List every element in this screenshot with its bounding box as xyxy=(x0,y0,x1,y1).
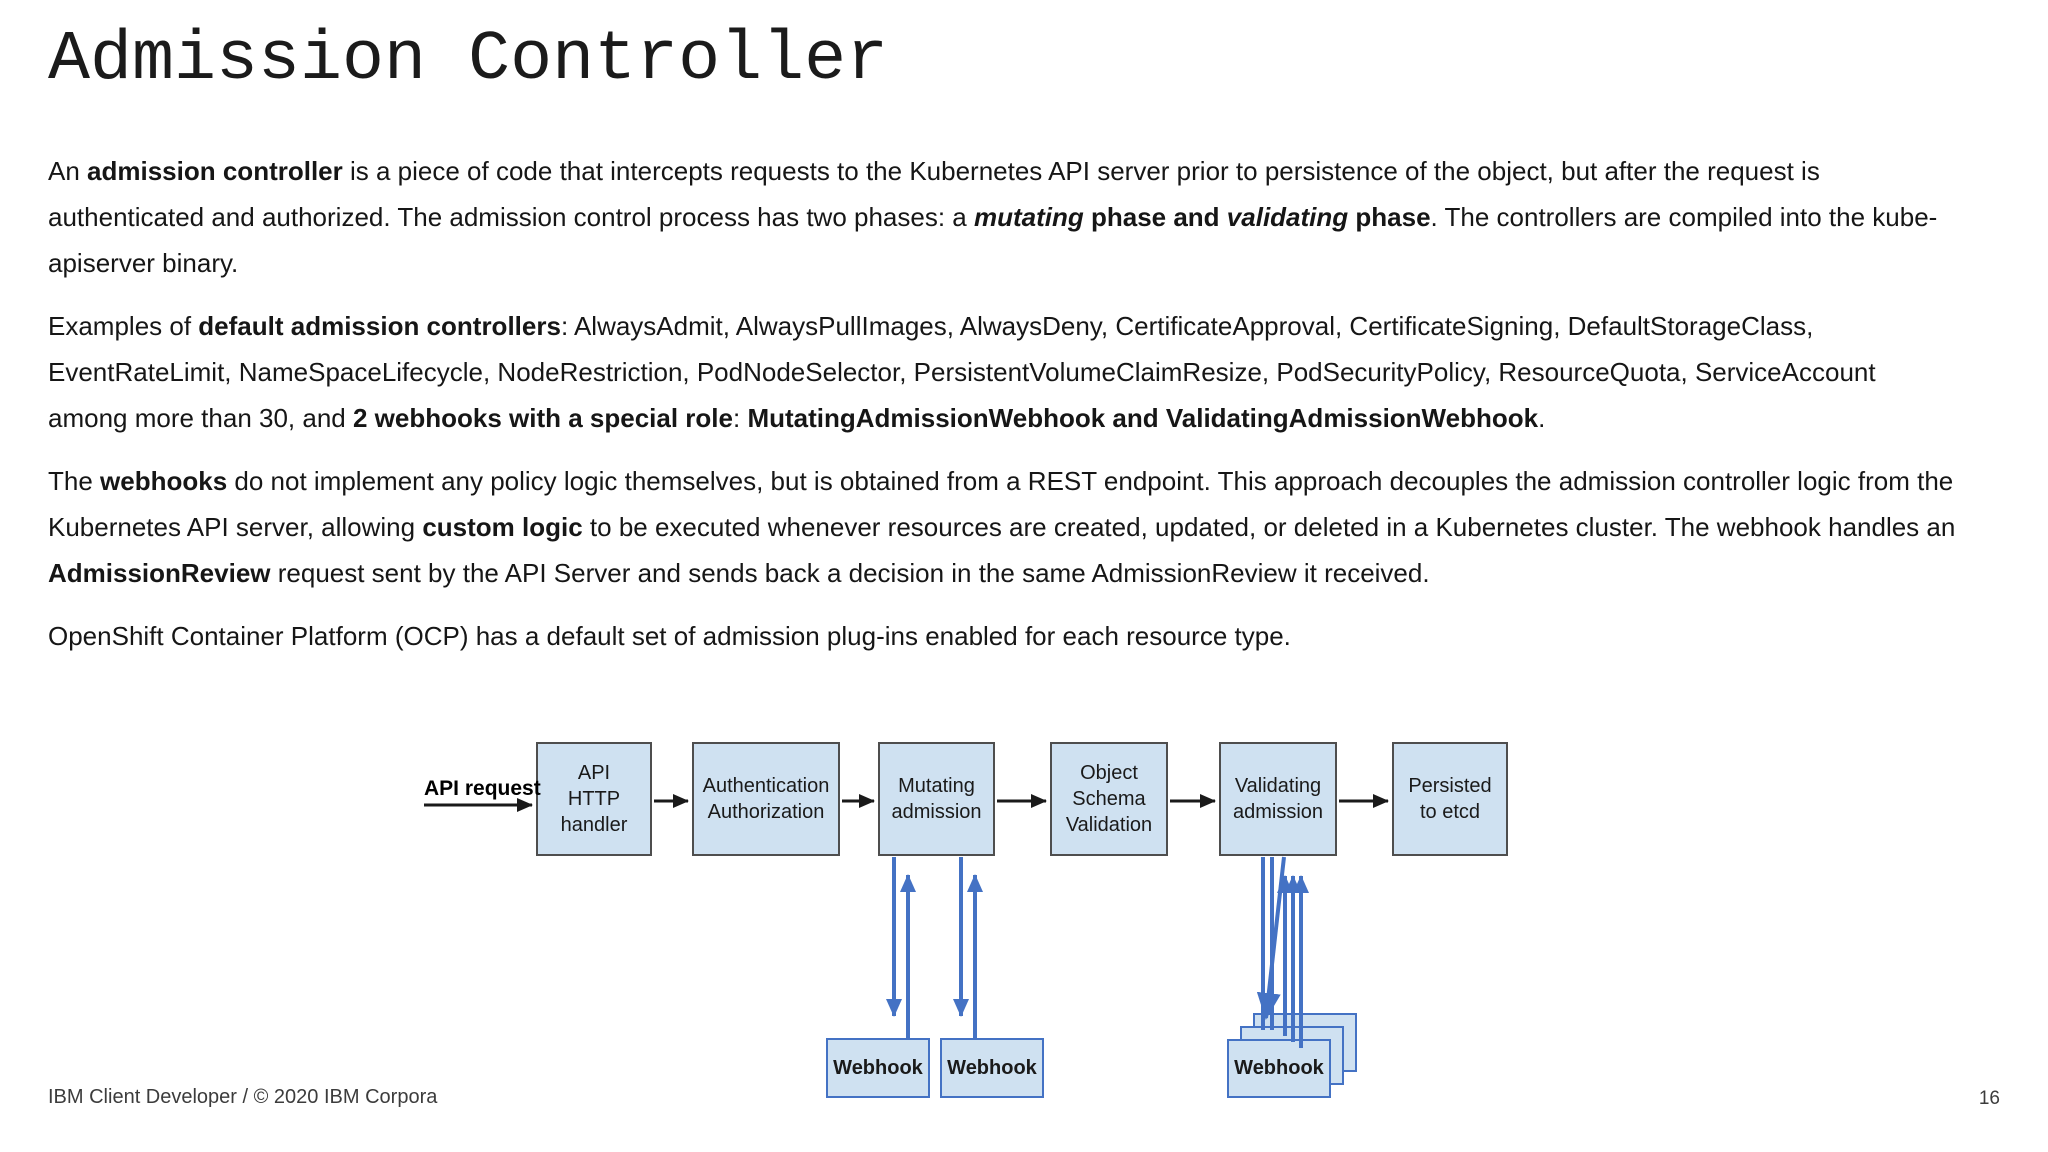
webhook-box-2: Webhook xyxy=(940,1038,1044,1098)
diagram-box-validating-admission: Validating admission xyxy=(1219,742,1337,856)
api-request-label: API request xyxy=(424,777,541,800)
paragraph-examples: Examples of default admission controller… xyxy=(48,311,1876,433)
arrow-validating-down-big xyxy=(1256,856,1286,1020)
diagram-box-persisted-etcd: Persisted to etcd xyxy=(1392,742,1508,856)
paragraph-openshift: OpenShift Container Platform (OCP) has a… xyxy=(48,621,1291,651)
paragraph-intro: An admission controller is a piece of co… xyxy=(48,156,1938,278)
diagram-box-object-schema: Object Schema Validation xyxy=(1050,742,1168,856)
diagram-box-api-http-handler: API HTTP handler xyxy=(536,742,652,856)
diagram-box-mutating-admission: Mutating admission xyxy=(878,742,995,856)
page-title: Admission Controller xyxy=(48,21,889,100)
body-text: An admission controller is a piece of co… xyxy=(48,148,1956,676)
paragraph-webhooks: The webhooks do not implement any policy… xyxy=(48,466,1956,588)
diagram-box-authentication: Authentication Authorization xyxy=(692,742,840,856)
webhook-box-3: Webhook xyxy=(1227,1039,1331,1098)
footer-text: IBM Client Developer / © 2020 IBM Corpor… xyxy=(48,1086,438,1108)
page-number: 16 xyxy=(1978,1088,2000,1109)
webhook-box-1: Webhook xyxy=(826,1038,930,1098)
